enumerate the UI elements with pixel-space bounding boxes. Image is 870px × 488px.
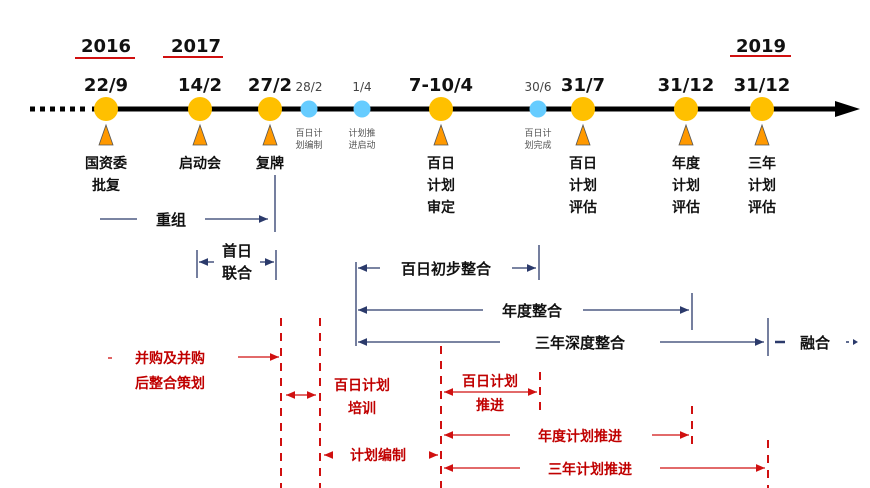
milestone-date: 30/6 [525,80,552,94]
milestone-marker [429,97,453,121]
phase-day-one: 联合 [222,264,253,282]
year-2017: 2017 [171,36,221,57]
milestone-label: 百日计 [295,127,322,139]
phase-fusion: 融合 [800,334,831,352]
milestone-label: 计划 [748,177,776,194]
milestone-marker [571,97,595,121]
milestone-date: 7-10/4 [409,75,473,96]
milestone-label: 计划 [569,177,597,194]
milestone-date: 31/12 [658,75,715,96]
activity-training: 培训 [348,400,376,417]
milestone-marker [750,97,774,121]
activity-training: 百日计划 [334,377,390,394]
triangle-icon [192,123,208,146]
milestone-label: 审定 [427,199,455,216]
milestone-label: 划编制 [295,139,322,151]
milestone-label: 百日计 [524,127,551,139]
triangle-icon [433,123,449,146]
milestone-date: 28/2 [296,80,323,94]
milestone-date: 27/2 [248,75,292,96]
milestone-label: 评估 [748,199,776,216]
triangle-icon [262,123,278,146]
milestone-label: 计划推 [348,127,375,139]
activity-annual-push: 年度计划推进 [538,428,622,445]
milestone-marker [188,97,212,121]
milestone-label: 评估 [672,199,700,216]
milestone-date: 31/12 [734,75,791,96]
triangle-icon [98,123,114,146]
milestone-marker [258,97,282,121]
phase-restructure: 重组 [156,211,186,229]
activity-planning: 后整合策划 [135,375,205,392]
activity-three-year-push: 三年计划推进 [548,461,632,478]
milestone-label: 评估 [569,199,597,216]
axis-arrow-icon [835,101,860,117]
milestone-label: 百日 [569,156,597,172]
milestone-marker-minor [300,100,318,118]
fusion-arrow-icon [853,339,858,345]
phase-three-year: 三年深度整合 [535,334,626,352]
milestone-date: 14/2 [178,75,222,96]
milestone-date: 31/7 [561,75,605,96]
phase-day-one: 首日 [222,242,252,260]
milestone-label: 进启动 [348,139,375,151]
triangle-icon [575,123,591,146]
triangle-icon [678,123,694,146]
milestone-marker-minor [529,100,547,118]
milestone-date: 1/4 [352,80,371,94]
milestone-marker [674,97,698,121]
triangle-icon [754,123,770,146]
milestone-marker-minor [353,100,371,118]
activity-hundred-push: 推进 [476,397,504,414]
activity-compile: 计划编制 [350,447,406,464]
milestone-label: 计划 [427,177,455,194]
milestone-label: 计划 [672,177,700,194]
milestone-label: 划完成 [524,139,551,151]
milestone-label: 批复 [92,177,121,194]
activity-hundred-push: 百日计划 [462,373,518,390]
year-2016: 2016 [81,36,131,57]
milestone-label: 复牌 [255,155,284,172]
milestone-label: 百日 [427,156,455,172]
year-2019: 2019 [736,36,786,57]
phase-annual: 年度整合 [502,302,563,320]
phase-hundred-day: 百日初步整合 [401,260,492,278]
milestone-marker [94,97,118,121]
milestone-label: 国资委 [85,155,127,172]
milestone-label: 启动会 [179,155,222,172]
activity-planning: 并购及并购 [135,350,205,367]
milestone-label: 年度 [672,155,701,172]
milestone-date: 22/9 [84,75,128,96]
milestone-label: 三年 [748,155,776,172]
